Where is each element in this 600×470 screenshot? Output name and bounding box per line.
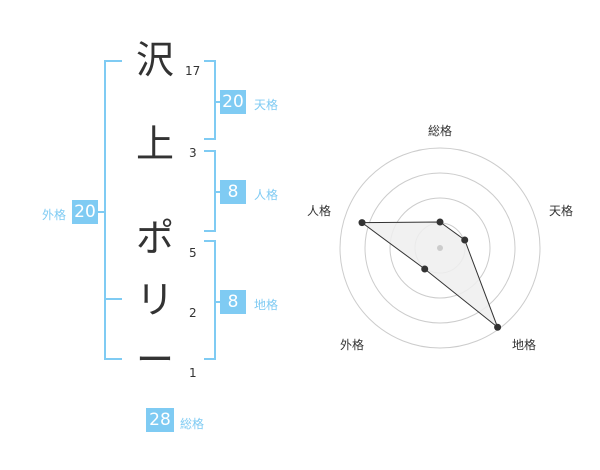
radar-ring (339, 147, 541, 349)
radar-label-tenkaku: 天格 (549, 204, 574, 218)
radar-label-gaikaku: 外格 (340, 338, 365, 352)
radar-point-1 (436, 218, 444, 226)
gaikaku-bracket-tick (98, 211, 106, 213)
tenkaku-bracket-tick (214, 101, 220, 103)
radar-ring (389, 197, 491, 299)
chikaku-bracket-tick (214, 301, 220, 303)
radar-point-2 (461, 236, 469, 244)
chikaku-badge: 8 (220, 290, 246, 314)
tenkaku-bracket-vertical (214, 60, 216, 140)
stroke-count-5: 1 (189, 366, 197, 380)
stroke-count-4: 2 (189, 306, 197, 320)
soukaku-label: 総格 (180, 417, 205, 431)
radar-ring (364, 172, 516, 324)
name-char-3: ポ (135, 216, 174, 260)
stroke-count-3: 5 (189, 246, 197, 260)
radar-point-5 (358, 219, 366, 227)
radar-chart (339, 147, 541, 349)
name-char-4: リ (135, 278, 174, 322)
chikaku-label: 地格 (254, 298, 279, 312)
radar-point-3 (494, 323, 502, 331)
tenkaku-bracket-bottom (204, 138, 216, 140)
gaikaku-label: 外格 (42, 208, 67, 222)
soukaku-badge: 28 (146, 408, 174, 432)
name-char-1: 沢 (135, 38, 174, 82)
tenkaku-badge: 20 (220, 90, 246, 114)
jinkaku-bracket-bottom (204, 230, 216, 232)
radar-label-soukaku: 総格 (428, 124, 453, 138)
radar-polygon (360, 221, 499, 329)
radar-label-chikaku: 地格 (512, 338, 537, 352)
jinkaku-bracket-top (204, 150, 216, 152)
gaikaku-badge: 20 (72, 200, 98, 224)
gaikaku-bracket-top (104, 60, 122, 62)
name-char-5: ー (135, 338, 174, 382)
name-char-2: 上 (135, 122, 174, 166)
chikaku-bracket-top (204, 240, 216, 242)
tenkaku-label: 天格 (254, 98, 279, 112)
radar-label-jinkaku: 人格 (307, 204, 332, 218)
jinkaku-badge: 8 (220, 180, 246, 204)
tenkaku-bracket-top (204, 60, 216, 62)
chikaku-bracket-vertical (214, 240, 216, 360)
stroke-count-2: 3 (189, 146, 197, 160)
jinkaku-label: 人格 (254, 188, 279, 202)
chikaku-bracket-bottom (204, 358, 216, 360)
gaikaku-bracket-mid (104, 298, 122, 300)
stroke-count-1: 17 (185, 64, 201, 78)
gaikaku-bracket-bottom (104, 358, 122, 360)
radar-point-4 (421, 265, 429, 273)
jinkaku-bracket-tick (214, 191, 220, 193)
radar-center (437, 245, 443, 251)
gaikaku-bracket-vertical (104, 60, 106, 360)
